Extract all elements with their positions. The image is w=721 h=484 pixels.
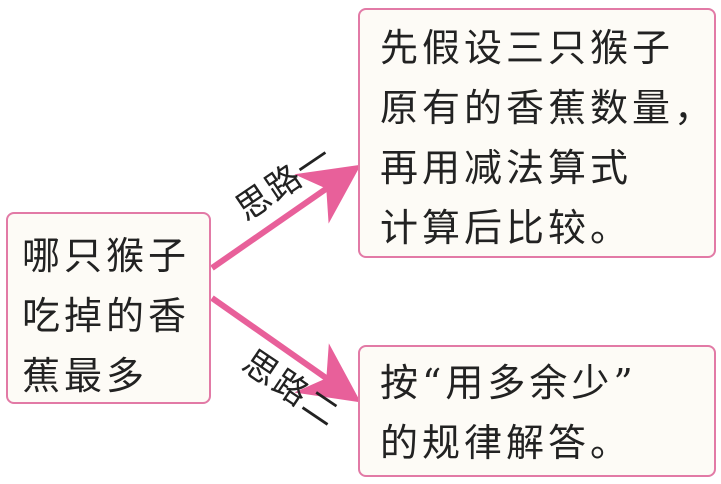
arrow-path2 xyxy=(210,295,361,403)
path2-text: 按“用多余少” 的规律解答。 xyxy=(380,361,637,465)
arrow-path1 xyxy=(210,164,361,271)
path2-box: 按“用多余少” 的规律解答。 xyxy=(358,345,716,477)
path1-text: 先假设三只猴子 原有的香蕉数量， 再用减法算式 计算后比较。 xyxy=(380,26,717,250)
question-text: 哪只猴子 吃掉的香 蕉最多 xyxy=(22,234,191,398)
path1-box: 先假设三只猴子 原有的香蕉数量， 再用减法算式 计算后比较。 xyxy=(358,8,716,258)
question-box: 哪只猴子 吃掉的香 蕉最多 xyxy=(6,212,211,404)
